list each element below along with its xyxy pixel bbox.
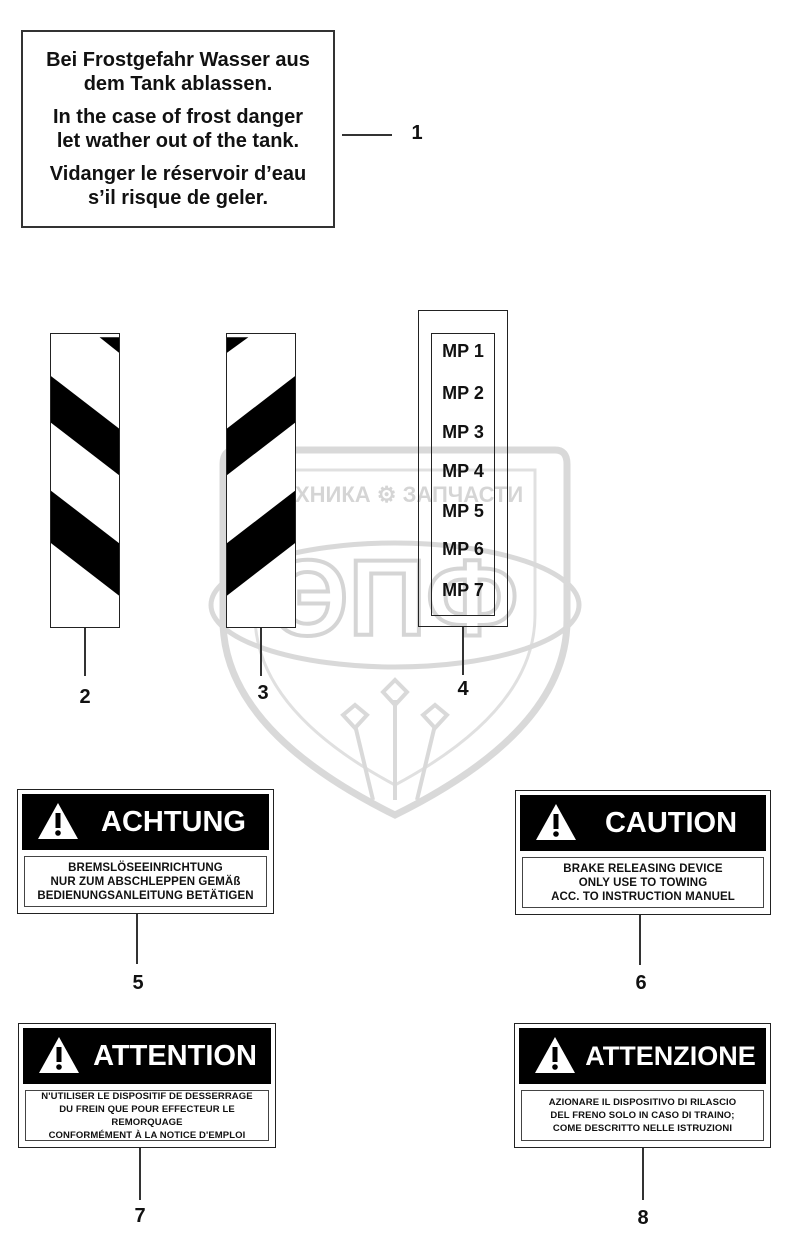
callout-7: 7 [134,1205,146,1227]
mp-item-4: MP 4 [442,461,484,481]
warning-message-line: N'UTILISER LE DISPOSITIF DE DESSERRAGE [41,1090,253,1102]
warning-message-line: COME DESCRITTO NELLE ISTRUZIONI [552,1123,733,1134]
callout-5: 5 [132,972,144,994]
wheat-icon [340,677,450,801]
warning-heading: ACHTUNG [101,806,246,838]
watermark-logo-text: ЭПФ [272,537,519,658]
warning-message-line: ONLY USE TO TOWING [578,876,708,889]
mp-item-3: MP 3 [442,422,484,442]
striped-marker-post-3 [226,333,296,628]
mp-plate-outer [418,310,508,627]
leader-line-4 [462,627,464,675]
warning-heading: ATTENTION [93,1040,257,1072]
warning-message-line: BRAKE RELEASING DEVICE [563,862,723,875]
warning-triangle-icon [39,1037,79,1073]
warning-message: BRAKE RELEASING DEVICE ONLY USE TO TOWIN… [522,857,764,908]
warning-message-line: CONFORMÉMENT À LA NOTICE D'EMPLOI [48,1129,246,1141]
frost-text-english: In the case of frost danger let wather o… [52,106,304,152]
warning-header-bar: ATTENTION [23,1028,271,1084]
frost-text-french: Vidanger le réservoir d’eau s’il risque … [49,163,307,209]
warning-header-bar: ACHTUNG [22,794,269,850]
warning-message-line: NUR ZUM ABSCHLEPPEN GEMÄß [50,875,241,888]
callout-8: 8 [637,1207,649,1229]
warning-message-line: ACC. TO INSTRUCTION MANUEL [551,890,735,903]
warning-header-bar: ATTENZIONE [519,1028,766,1084]
mp-item-2: MP 2 [442,383,484,403]
watermark-logo: ТЕХНИКА ⚙ ЗАПЧАСТИ ЭПФ [208,446,582,819]
leader-line-3 [260,628,262,676]
mp-item-5: MP 5 [442,501,484,521]
warning-heading: ATTENZIONE [585,1041,756,1071]
warning-message-line: BEDIENUNGSANLEITUNG BETÄTIGEN [37,889,254,902]
warning-heading: CAUTION [604,807,738,839]
warning-message: AZIONARE IL DISPOSITIVO DI RILASCIO DEL … [521,1090,764,1141]
mp-plate-inner [431,333,495,616]
warning-triangle-icon [535,1037,575,1073]
warning-message-line: DU FREIN QUE POUR EFFECTEUR LE REMORQUAG… [59,1103,235,1128]
warning-message: BREMSLÖSEEINRICHTUNG NUR ZUM ABSCHLEPPEN… [24,856,267,907]
watermark-top-text: ТЕХНИКА ⚙ ЗАПЧАСТИ [267,482,523,507]
stripes [51,337,119,596]
warning-message-line: AZIONARE IL DISPOSITIVO DI RILASCIO [548,1097,737,1108]
warning-label-attention: ATTENTION N'UTILISER LE DISPOSITIF DE DE… [18,1023,276,1148]
warning-message-line: DEL FRENO SOLO IN CASO DI TRAINO; [550,1110,735,1121]
frost-text-german: Bei Frostgefahr Wasser aus dem Tank abla… [46,49,310,95]
warning-message-line: BREMSLÖSEEINRICHTUNG [68,861,223,874]
leader-line-8 [642,1148,644,1200]
callout-6: 6 [635,972,647,994]
leader-line-2 [84,628,86,676]
warning-triangle-icon [536,804,576,840]
leader-line-7 [139,1148,141,1200]
striped-marker-post-2 [50,333,120,628]
leader-line-5 [136,914,138,964]
stripes [227,337,295,596]
leader-line-1 [342,134,392,136]
mp-item-6: MP 6 [442,539,484,559]
warning-label-achtung: ACHTUNG BREMSLÖSEEINRICHTUNG NUR ZUM ABS… [17,789,274,914]
callout-1: 1 [411,122,423,144]
leader-line-6 [639,915,641,965]
warning-header-bar: CAUTION [520,795,766,851]
callout-3: 3 [257,682,269,704]
warning-message: N'UTILISER LE DISPOSITIF DE DESSERRAGE D… [25,1090,269,1141]
mp-item-7: MP 7 [442,580,484,600]
warning-triangle-icon [38,803,78,839]
callout-4: 4 [457,678,469,700]
warning-label-caution: CAUTION BRAKE RELEASING DEVICE ONLY USE … [515,790,771,915]
warning-label-attenzione: ATTENZIONE AZIONARE IL DISPOSITIVO DI RI… [514,1023,771,1148]
mp-item-1: MP 1 [442,341,484,361]
frost-warning-label: Bei Frostgefahr Wasser aus dem Tank abla… [21,30,335,228]
callout-2: 2 [79,686,91,708]
